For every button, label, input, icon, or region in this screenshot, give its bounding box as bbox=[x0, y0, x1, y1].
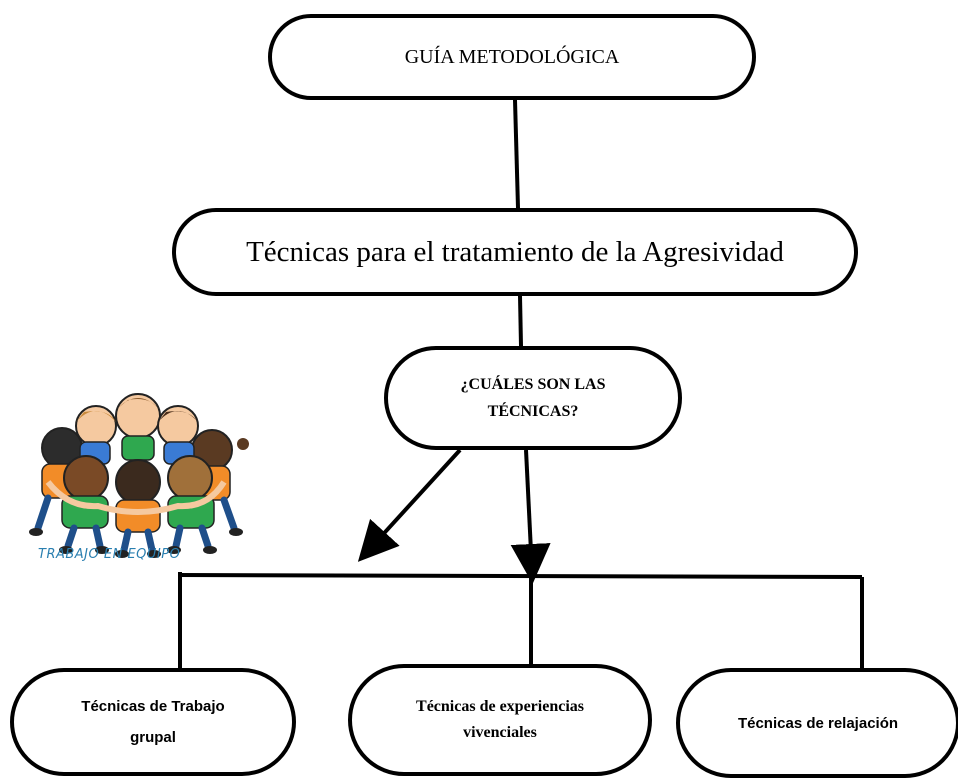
node-guia-metodologica: GUÍA METODOLÓGICA bbox=[268, 14, 756, 100]
trabajo-grupal-line-1: Técnicas de Trabajo bbox=[81, 697, 225, 715]
node-trabajo-grupal: Técnicas de Trabajo grupal bbox=[10, 668, 296, 776]
connector-root-to-techniques bbox=[513, 99, 520, 209]
experiencias-line-2: vivenciales bbox=[463, 724, 537, 741]
relajacion-label: Técnicas de relajación bbox=[737, 714, 899, 732]
people-group bbox=[29, 393, 249, 558]
teamwork-circle-illustration-icon bbox=[29, 393, 249, 558]
arrow-center bbox=[510, 449, 551, 584]
node-experiencias-vivenciales: Técnicas de experiencias vivenciales bbox=[348, 664, 652, 776]
node-relajacion: Técnicas de relajación bbox=[676, 668, 958, 778]
node-guia-metodologica-label: GUÍA METODOLÓGICA bbox=[404, 45, 620, 68]
node-tecnicas-agresividad-label: Técnicas para el tratamiento de la Agres… bbox=[246, 235, 784, 268]
question-line-2: TÉCNICAS? bbox=[487, 403, 579, 420]
node-tecnicas-agresividad: Técnicas para el tratamiento de la Agres… bbox=[172, 208, 858, 296]
trabajo-grupal-line-2: grupal bbox=[130, 729, 176, 746]
node-cuales-son-las-tecnicas: ¿CUÁLES SON LAS TÉCNICAS? bbox=[384, 346, 682, 450]
illustration-caption: TRABAJO EN EQUIPO bbox=[38, 547, 181, 562]
connector-techniques-to-question bbox=[518, 295, 523, 347]
arrow-left bbox=[357, 448, 462, 562]
question-line-1: ¿CUÁLES SON LAS bbox=[460, 375, 606, 393]
branch-horizontal-line bbox=[177, 573, 863, 579]
experiencias-line-1: Técnicas de experiencias bbox=[416, 698, 584, 716]
